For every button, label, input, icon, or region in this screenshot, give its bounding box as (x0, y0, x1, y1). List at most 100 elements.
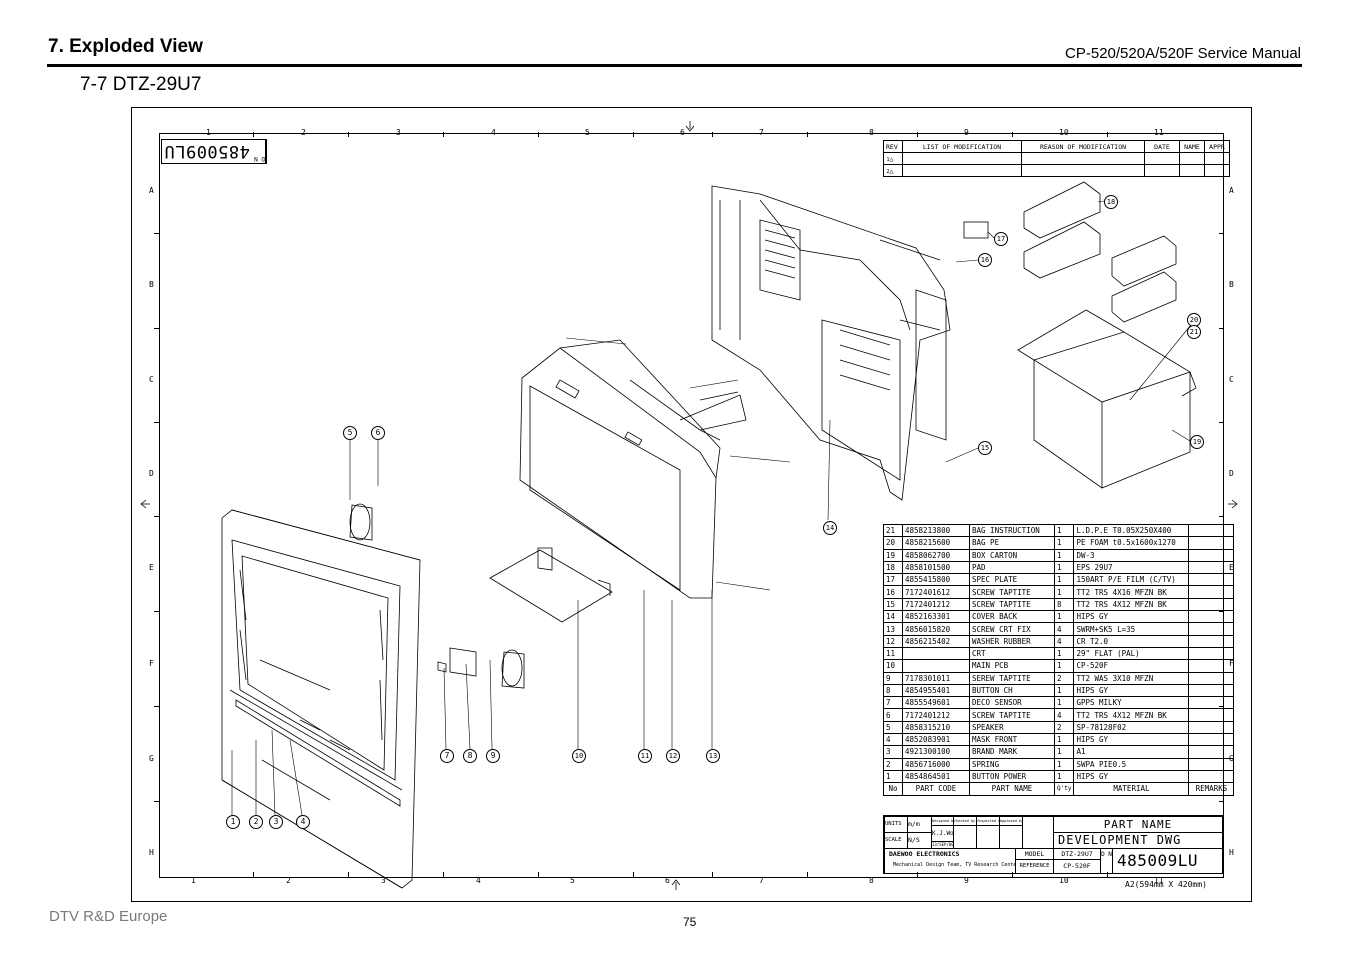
grid-row-label-left: B (149, 280, 154, 289)
revision-row: △1 (883, 152, 1230, 165)
page-number: 75 (683, 915, 697, 929)
callout-1: 1 (226, 815, 240, 829)
parts-cell-name: CRT (969, 646, 1055, 661)
grid-col-label-top: 4 (491, 128, 496, 137)
grid-col-label-bottom: 6 (665, 876, 670, 885)
parts-cell-remarks (1188, 646, 1235, 661)
revision-table: REV LIST OF MODIFICATION REASON OF MODIF… (883, 140, 1230, 177)
parts-cell-qty: 1 (1053, 585, 1075, 599)
grid-col-label-top: 11 (1154, 128, 1164, 137)
callout-16: 16 (978, 253, 992, 267)
crt (519, 339, 747, 599)
parts-cell-qty: 1 (1053, 573, 1075, 587)
footer-department: DTV R&D Europe (49, 908, 168, 925)
parts-cell-remarks (1188, 622, 1235, 636)
parts-cell-remarks (1188, 683, 1235, 698)
subsection-title: 7-7 DTZ-29U7 (80, 74, 202, 95)
parts-cell-remarks (1188, 536, 1235, 550)
packing-pads (1023, 181, 1177, 323)
button-assembly (437, 647, 477, 677)
parts-cell-qty: 1 (1053, 769, 1075, 784)
parts-cell-qty: 1 (1053, 745, 1075, 759)
grid-row-label-right: C (1229, 375, 1234, 384)
center-arrows (140, 121, 1238, 890)
sheet-size: A2(594mm X 420mm) (1125, 880, 1207, 889)
parts-cell-material: TT2 TRS 4X12 MFZN BK (1073, 597, 1190, 612)
parts-cell-qty: 1 (1053, 523, 1075, 538)
mask-front (221, 509, 421, 889)
parts-cell-code: 4856215402 (902, 634, 970, 648)
parts-cell-code: 7172401612 (902, 585, 970, 599)
parts-cell-remarks (1188, 548, 1235, 562)
callout-18: 18 (1104, 195, 1118, 209)
grid-row-label-right: B (1229, 280, 1234, 289)
drawing-inner-frame (159, 133, 1224, 878)
parts-header-cell: MATERIAL (1073, 782, 1190, 796)
parts-cell-no: 21 (883, 523, 903, 538)
parts-cell-material: A1 (1073, 745, 1190, 759)
parts-cell-qty: 1 (1053, 757, 1075, 771)
drawing-number-box: 485009LU D N (161, 139, 267, 164)
grid-col-label-bottom: 9 (964, 876, 969, 885)
grid-col-label-top: 1 (206, 128, 211, 137)
parts-cell-material: EPS 29U7 (1073, 560, 1190, 575)
grid-col-label-top: 6 (680, 128, 685, 137)
parts-cell-qty: 1 (1053, 646, 1075, 661)
parts-cell-remarks (1188, 573, 1235, 587)
parts-cell-qty: 2 (1053, 720, 1075, 735)
grid-col-label-bottom: 2 (286, 876, 291, 885)
grid-col-label-top: 7 (759, 128, 764, 137)
parts-cell-qty: 4 (1053, 622, 1075, 636)
parts-cell-material: CP-520F (1073, 659, 1190, 673)
grid-col-label-top: 10 (1059, 128, 1069, 137)
parts-cell-name: SCREW CRT FIX (969, 622, 1055, 636)
parts-cell-qty: 1 (1053, 560, 1075, 575)
parts-cell-code: 4852163301 (902, 610, 970, 624)
callout-15: 15 (978, 441, 992, 455)
title-block: UNITS m/m Designed by Checked by Inspect… (883, 815, 1223, 874)
callout-5: 5 (343, 426, 357, 440)
revision-row: △2 (883, 164, 1230, 177)
parts-cell-material: TT2 TRS 4X16 MFZN BK (1073, 585, 1190, 599)
callout-13: 13 (706, 749, 720, 763)
parts-cell-name: BRAND MARK (969, 745, 1055, 759)
parts-cell-remarks (1188, 745, 1235, 759)
parts-cell-code: 7178301011 (902, 671, 970, 685)
parts-cell-name: SCREW TAPTITE (969, 708, 1055, 722)
grid-row-label-left: H (149, 848, 154, 857)
grid-row-label-left: D (149, 469, 154, 478)
grid-row-label-left: C (149, 375, 154, 384)
callout-7: 7 (440, 749, 454, 763)
parts-cell-qty: 1 (1053, 536, 1075, 550)
parts-cell-material: HIPS GY (1073, 733, 1190, 747)
callout-17: 17 (994, 232, 1008, 246)
parts-cell-remarks (1188, 720, 1235, 735)
parts-cell-qty: 1 (1053, 683, 1075, 698)
parts-cell-qty: 1 (1053, 659, 1075, 673)
parts-cell-qty: 8 (1053, 597, 1075, 612)
callout-19: 19 (1190, 435, 1204, 449)
callout-3: 3 (269, 815, 283, 829)
parts-cell-qty: 1 (1053, 696, 1075, 710)
spec-plate (963, 221, 989, 239)
manual-title: CP-520/520A/520F Service Manual (1065, 45, 1301, 62)
grid-col-label-bottom: 5 (570, 876, 575, 885)
title-drawing-number: 485009LU (1112, 848, 1223, 874)
parts-cell-material: 29" FLAT (PAL) (1073, 646, 1190, 661)
callout-11: 11 (638, 749, 652, 763)
grid-col-label-top: 9 (964, 128, 969, 137)
